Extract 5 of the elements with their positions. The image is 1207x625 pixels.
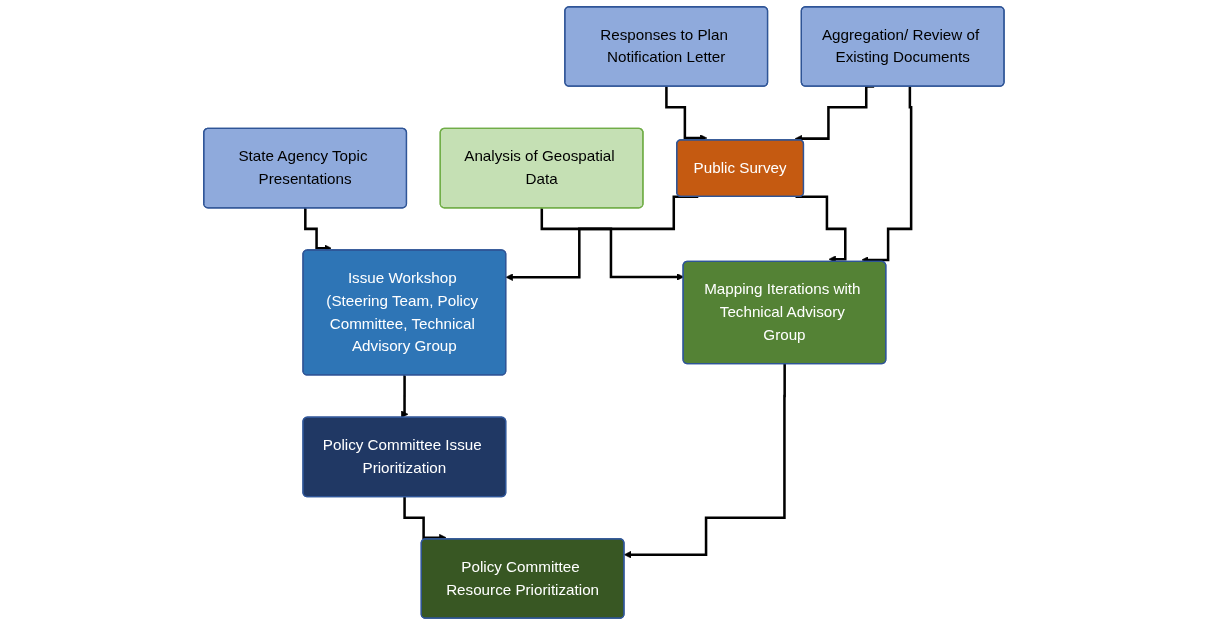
- arrow: [400, 374, 409, 418]
- arrow: [623, 362, 786, 559]
- arrow: [795, 195, 847, 263]
- arrow: [860, 85, 912, 264]
- arrow: [402, 495, 447, 542]
